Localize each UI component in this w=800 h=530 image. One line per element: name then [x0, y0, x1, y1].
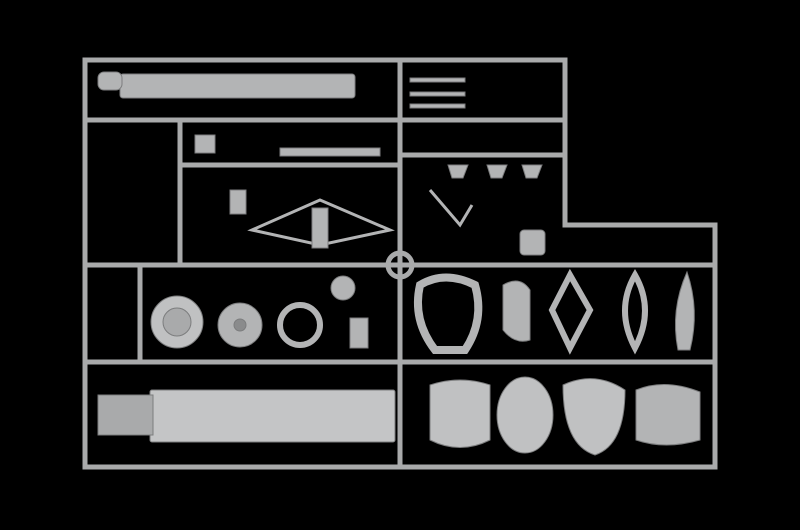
parts [97, 71, 701, 456]
sprue-frame [82, 57, 718, 470]
part-panel-2 [496, 376, 554, 454]
sprue-hub [385, 250, 415, 280]
part-floor-plate [149, 389, 396, 443]
part-long-beam [119, 73, 356, 99]
part-cowl-1 [413, 273, 483, 354]
part-ring [277, 302, 323, 348]
